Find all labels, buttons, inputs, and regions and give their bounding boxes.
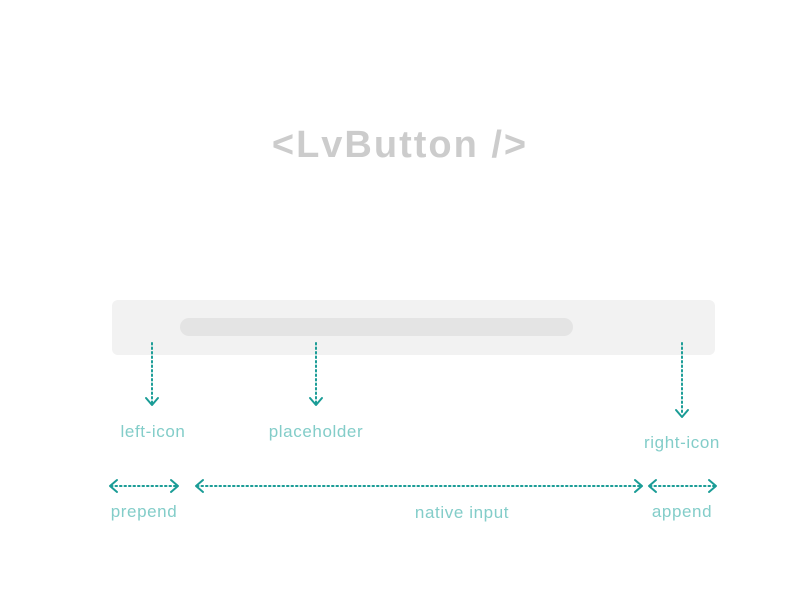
prepend-label: prepend (110, 502, 178, 521)
placeholder-pointer (309, 342, 323, 406)
left-icon-pointer (145, 342, 159, 406)
placeholder-label: placeholder (268, 422, 364, 441)
placeholder-bar (180, 318, 573, 336)
append-span (648, 479, 717, 493)
native-input-label: native input (414, 503, 510, 522)
left-icon-label: left-icon (120, 422, 186, 441)
native-input-span (195, 479, 643, 493)
append-label: append (651, 502, 713, 521)
right-icon-label: right-icon (644, 433, 720, 452)
component-title: <LvButton /> (271, 124, 529, 166)
right-icon-pointer (675, 342, 689, 418)
prepend-span (109, 479, 179, 493)
